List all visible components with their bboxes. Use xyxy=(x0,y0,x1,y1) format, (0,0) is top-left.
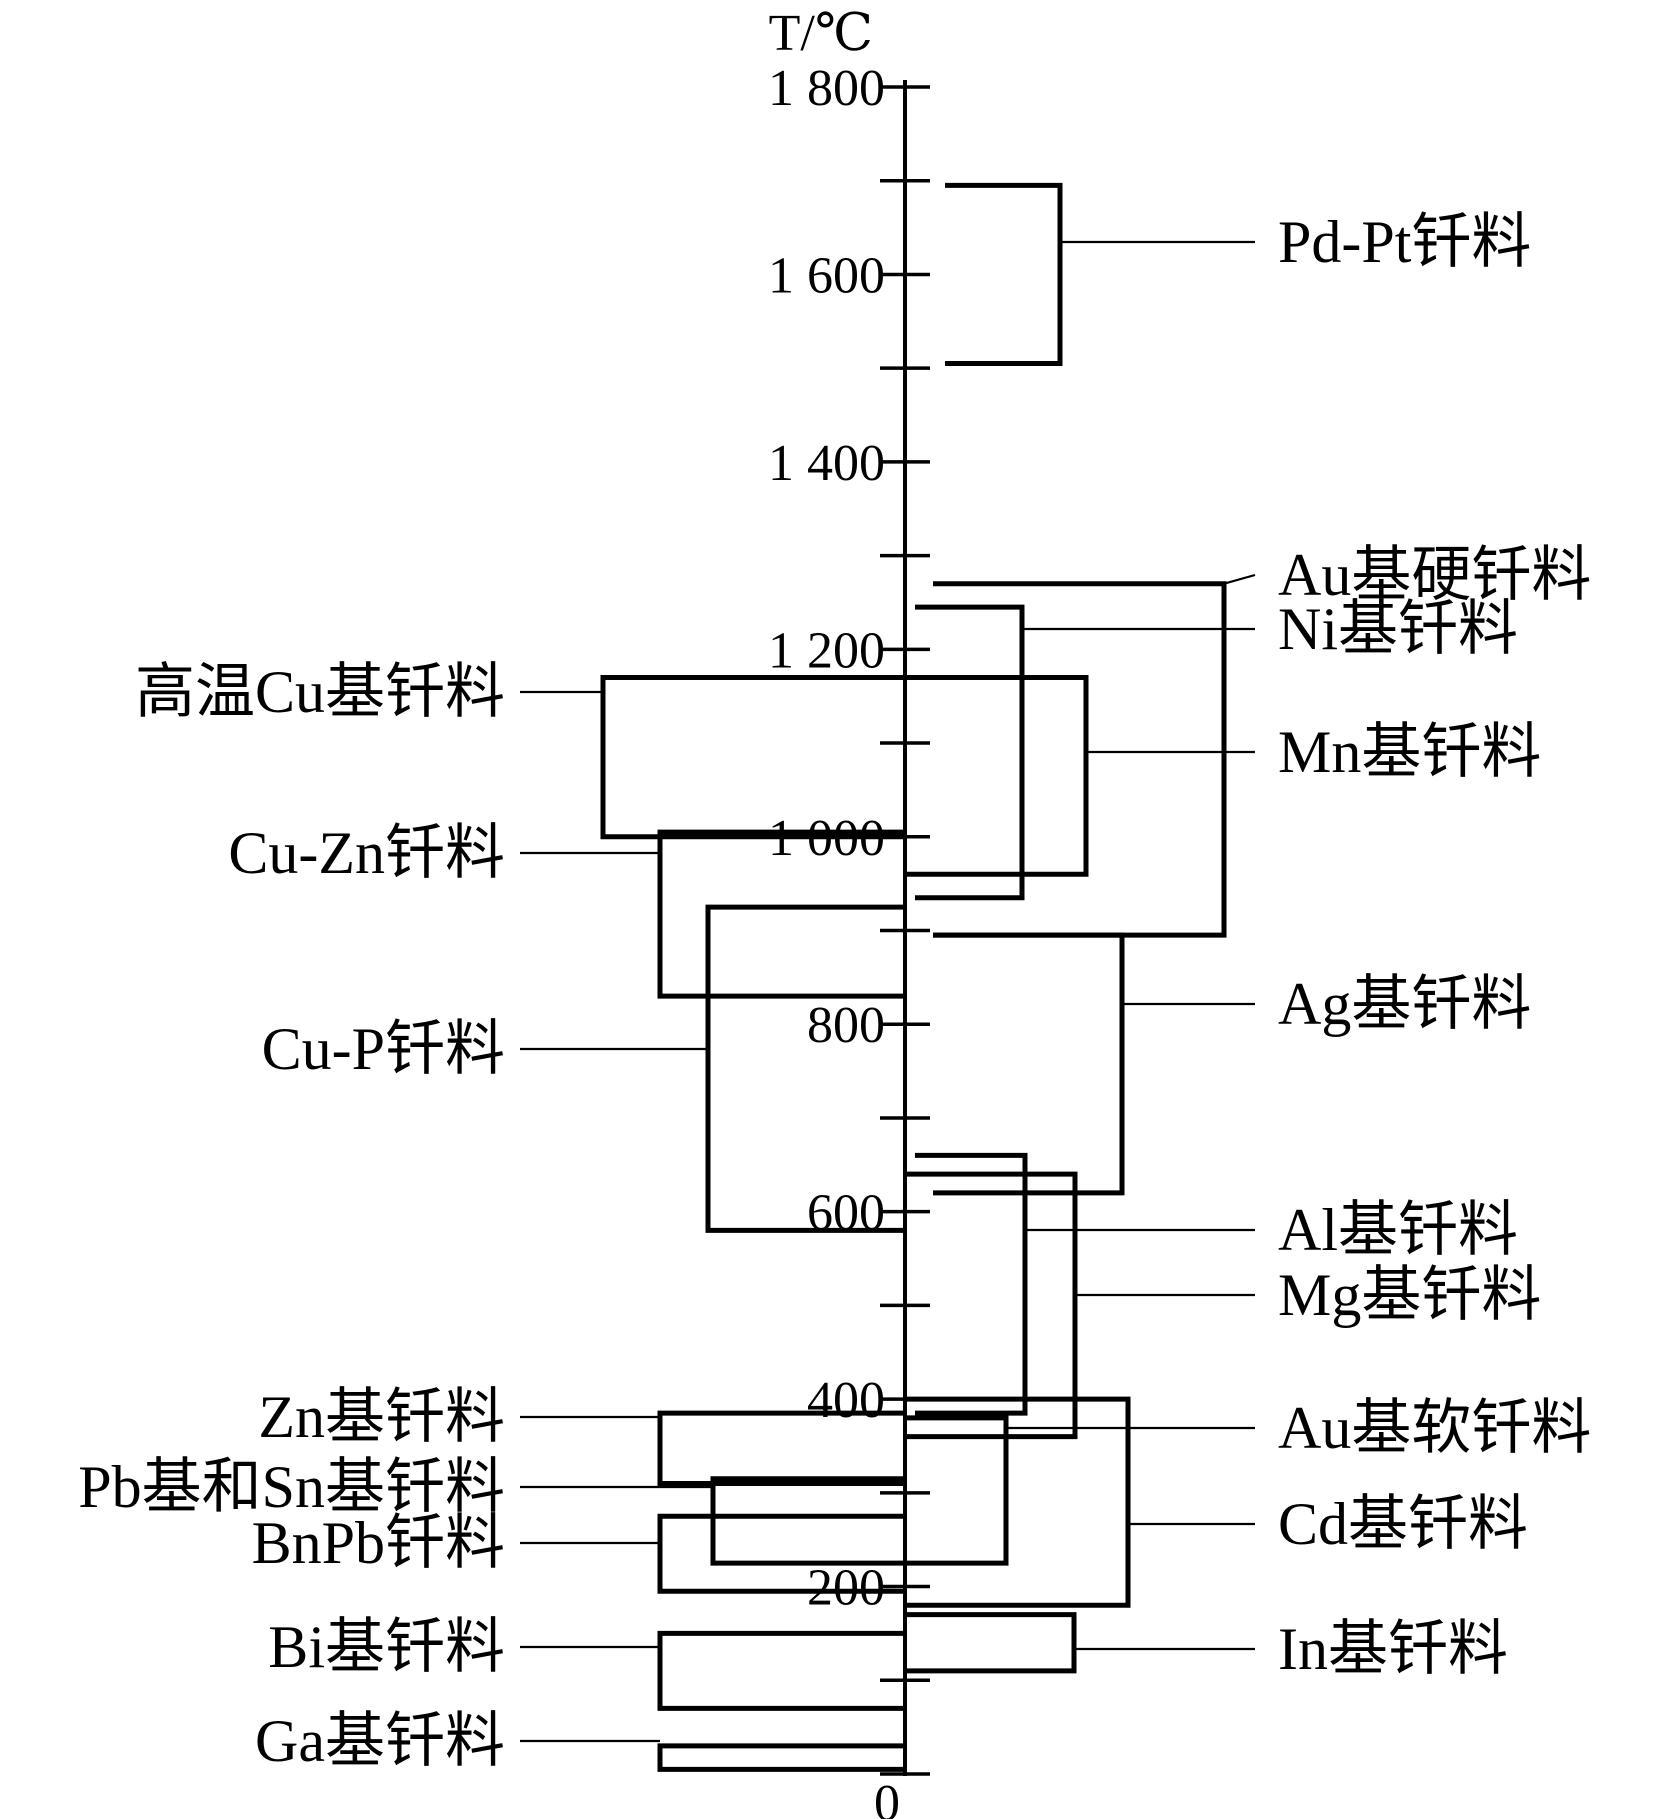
series-label: Pd-Pt钎料 xyxy=(1278,209,1531,275)
range-bracket xyxy=(915,604,1025,901)
series-range: Al基钎料 xyxy=(915,1152,1518,1416)
range-bracket xyxy=(600,674,905,840)
range-bracket xyxy=(905,1415,1009,1566)
tick-label: 200 xyxy=(807,1560,885,1617)
tick-label: 1 600 xyxy=(768,247,885,304)
series-range: Ga基钎料 xyxy=(255,1708,905,1774)
series-range: Mg基钎料 xyxy=(905,1171,1541,1440)
series-range: Cu-P钎料 xyxy=(262,904,905,1233)
tick-label: 0 xyxy=(874,1775,900,1819)
y-axis-title: T/℃ xyxy=(769,5,873,62)
range-bracket xyxy=(905,1171,1078,1440)
series-label: Al基钎料 xyxy=(1278,1197,1518,1263)
range-bracket xyxy=(710,1476,905,1566)
series-label: Cu-P钎料 xyxy=(262,1016,505,1082)
tick-label: 1 400 xyxy=(768,435,885,492)
series-label: Ni基钎料 xyxy=(1278,596,1518,662)
label-leader-line xyxy=(1223,573,1256,585)
series-range: Zn基钎料 xyxy=(258,1384,905,1486)
tick-label: 600 xyxy=(807,1185,885,1242)
range-bracket xyxy=(657,1630,905,1711)
series-label: Ga基钎料 xyxy=(255,1708,505,1774)
range-bracket xyxy=(933,581,1227,938)
series-range: Ag基钎料 xyxy=(933,932,1531,1196)
series-label: Mn基钎料 xyxy=(1278,719,1541,785)
range-bracket xyxy=(657,1410,905,1486)
series-range: Au基软钎料 xyxy=(905,1395,1591,1566)
series-range: Pd-Pt钎料 xyxy=(945,182,1531,366)
series-range: Mn基钎料 xyxy=(905,674,1541,877)
series-label: Au基硬钎料 xyxy=(1278,542,1591,608)
tick-label: 400 xyxy=(807,1372,885,1429)
series-label: Au基软钎料 xyxy=(1278,1395,1591,1461)
range-bracket xyxy=(657,829,905,999)
series-label: Zn基钎料 xyxy=(258,1384,505,1450)
series-range: Bi基钎料 xyxy=(268,1614,905,1711)
series-label: Mg基钎料 xyxy=(1278,1262,1541,1328)
series-label: 高温Cu基钎料 xyxy=(135,659,505,725)
series-range: In基钎料 xyxy=(905,1612,1508,1682)
series-label: Cd基钎料 xyxy=(1278,1491,1528,1557)
series-range: Pb基和Sn基钎料 xyxy=(78,1454,905,1566)
series-range: Cd基钎料 xyxy=(905,1396,1528,1608)
range-bracket xyxy=(705,904,905,1233)
tick-label: 1 200 xyxy=(768,622,885,679)
series-label: Pb基和Sn基钎料 xyxy=(78,1454,505,1520)
range-bracket xyxy=(915,1152,1028,1416)
range-bracket xyxy=(905,1396,1131,1608)
series-label: Bi基钎料 xyxy=(268,1614,505,1680)
series-range: BnPb钎料 xyxy=(252,1510,905,1594)
range-bracket xyxy=(905,1612,1077,1674)
range-bracket xyxy=(905,674,1089,877)
range-bracket xyxy=(657,1513,905,1594)
series-range: Ni基钎料 xyxy=(915,596,1518,901)
series-label: BnPb钎料 xyxy=(252,1510,505,1576)
range-bracket xyxy=(657,1743,905,1772)
series-label: Ag基钎料 xyxy=(1278,971,1531,1037)
tick-label: 800 xyxy=(807,997,885,1054)
range-bracket xyxy=(945,182,1063,366)
series-label: In基钎料 xyxy=(1278,1616,1508,1682)
series-range: Cu-Zn钎料 xyxy=(228,820,905,999)
series-label: Cu-Zn钎料 xyxy=(228,820,505,886)
series-range: Au基硬钎料 xyxy=(933,542,1591,938)
tick-label: 1 800 xyxy=(768,60,885,117)
series-range: 高温Cu基钎料 xyxy=(135,659,905,840)
